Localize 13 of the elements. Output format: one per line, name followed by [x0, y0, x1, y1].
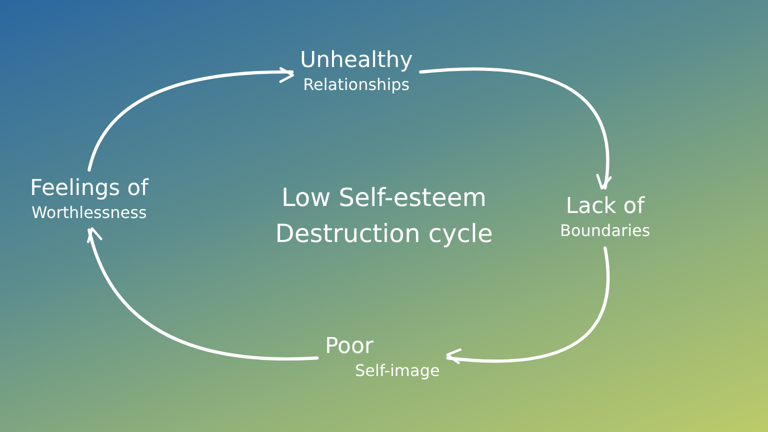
node-subheading: Boundaries: [560, 220, 650, 242]
node-heading: Unhealthy: [300, 48, 413, 74]
node-heading: Lack of: [566, 194, 644, 220]
curved-arrow: [446, 246, 610, 364]
node-subheading: Self-image: [355, 360, 440, 382]
diagram-title: Low Self-esteem Destruction cycle: [274, 182, 494, 250]
node-heading: Poor: [325, 334, 374, 360]
node-heading: Feelings of: [30, 176, 148, 202]
curved-arrow: [88, 228, 319, 361]
node-subheading: Relationships: [303, 74, 410, 96]
curved-arrow: [88, 68, 294, 172]
curved-arrow: [419, 68, 611, 190]
node-subheading: Worthlessness: [32, 202, 147, 224]
